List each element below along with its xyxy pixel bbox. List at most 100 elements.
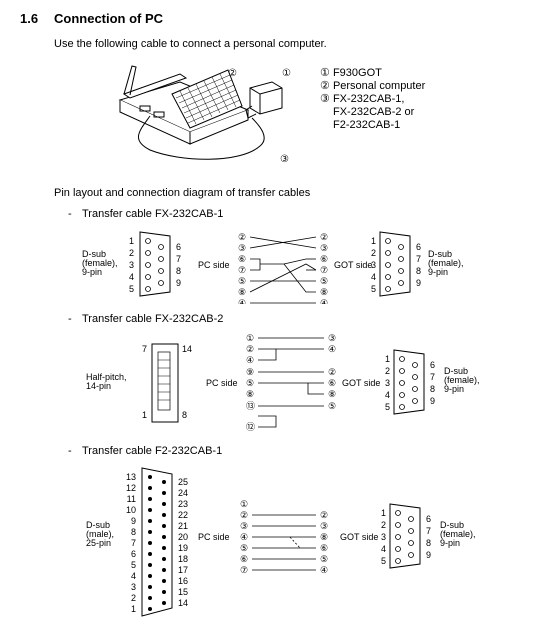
callout-1: ①: [282, 68, 291, 79]
svg-text:③: ③: [238, 243, 246, 253]
svg-text:9-pin: 9-pin: [428, 267, 448, 277]
svg-text:PC side: PC side: [198, 260, 230, 270]
svg-text:7: 7: [131, 538, 136, 548]
svg-text:18: 18: [178, 554, 188, 564]
svg-text:④: ④: [320, 298, 328, 304]
svg-text:⑧: ⑧: [328, 389, 336, 399]
svg-text:25: 25: [178, 477, 188, 487]
svg-text:9-pin: 9-pin: [444, 384, 464, 394]
svg-text:24: 24: [178, 488, 188, 498]
cable1-title: -Transfer cable FX-232CAB-1: [68, 208, 224, 220]
svg-text:①: ①: [240, 499, 248, 509]
section-title: Connection of PC: [54, 11, 164, 26]
svg-text:3: 3: [381, 532, 386, 542]
svg-text:23: 23: [178, 499, 188, 509]
svg-text:②: ②: [328, 367, 336, 377]
callout-3: ③: [280, 154, 289, 165]
svg-text:14: 14: [178, 598, 188, 608]
legend-item-2: ② Personal computer: [320, 80, 426, 92]
svg-text:1: 1: [385, 354, 390, 364]
svg-text:8: 8: [176, 266, 181, 276]
svg-text:8: 8: [182, 410, 187, 420]
cable1-diagram: D-sub (female), 9-pin 1 2 3 4 5 6 7 8 9 …: [82, 231, 464, 304]
svg-text:⑨: ⑨: [246, 367, 254, 377]
svg-text:③: ③: [240, 521, 248, 531]
svg-text:2: 2: [371, 248, 376, 258]
svg-text:⑤: ⑤: [320, 554, 328, 564]
svg-text:②: ②: [240, 510, 248, 520]
svg-text:9-pin: 9-pin: [440, 538, 460, 548]
svg-text:⑤: ⑤: [246, 378, 254, 388]
svg-text:14-pin: 14-pin: [86, 381, 111, 391]
svg-text:1: 1: [129, 236, 134, 246]
svg-text:3: 3: [131, 582, 136, 592]
svg-text:④: ④: [240, 532, 248, 542]
svg-text:7: 7: [430, 372, 435, 382]
svg-text:4: 4: [381, 544, 386, 554]
svg-text:13: 13: [126, 472, 136, 482]
svg-text:③: ③: [320, 243, 328, 253]
svg-text:10: 10: [126, 505, 136, 515]
svg-text:1: 1: [142, 410, 147, 420]
svg-text:5: 5: [131, 560, 136, 570]
svg-text:2: 2: [131, 593, 136, 603]
svg-text:⑧: ⑧: [238, 287, 246, 297]
svg-text:D-sub: D-sub: [440, 520, 464, 530]
svg-text:(female),: (female),: [444, 375, 480, 385]
svg-text:GOT side: GOT side: [334, 260, 372, 270]
cable2-title: -Transfer cable FX-232CAB-2: [68, 313, 224, 325]
svg-text:⑬: ⑬: [246, 401, 255, 411]
svg-text:5: 5: [385, 402, 390, 412]
svg-text:⑧: ⑧: [320, 287, 328, 297]
svg-text:Half-pitch,: Half-pitch,: [86, 372, 127, 382]
svg-text:⑤: ⑤: [328, 401, 336, 411]
legend-item-1: ① F930GOT: [320, 67, 382, 79]
svg-text:8: 8: [426, 538, 431, 548]
svg-text:(female),: (female),: [428, 258, 464, 268]
svg-text:3: 3: [371, 260, 376, 270]
svg-text:⑥: ⑥: [320, 543, 328, 553]
svg-text:25-pin: 25-pin: [86, 538, 111, 548]
svg-text:①: ①: [246, 333, 254, 343]
svg-text:②: ②: [320, 510, 328, 520]
svg-text:PC side: PC side: [206, 378, 238, 388]
svg-text:21: 21: [178, 521, 188, 531]
svg-text:8: 8: [416, 266, 421, 276]
svg-text:16: 16: [178, 576, 188, 586]
cable2-diagram: Half-pitch, 14-pin 7 14 1 8 PC side ① ② …: [86, 333, 480, 432]
legend-item-3: ③ FX-232CAB-1,: [320, 93, 405, 105]
svg-text:4: 4: [385, 390, 390, 400]
svg-text:4: 4: [129, 272, 134, 282]
svg-text:⑥: ⑥: [240, 554, 248, 564]
svg-text:D-sub: D-sub: [86, 520, 110, 530]
svg-text:9: 9: [430, 396, 435, 406]
svg-text:④: ④: [320, 565, 328, 575]
svg-text:8: 8: [430, 384, 435, 394]
svg-text:20: 20: [178, 532, 188, 542]
svg-text:11: 11: [127, 494, 136, 504]
svg-text:5: 5: [381, 556, 386, 566]
svg-text:12: 12: [126, 483, 136, 493]
svg-text:19: 19: [178, 543, 188, 553]
svg-text:6: 6: [131, 549, 136, 559]
legend-item-3-line3: F2-232CAB-1: [333, 119, 401, 131]
svg-text:⑥: ⑥: [328, 378, 336, 388]
svg-text:PC side: PC side: [198, 532, 230, 542]
svg-text:15: 15: [178, 587, 188, 597]
svg-text:1: 1: [381, 508, 386, 518]
svg-text:2: 2: [381, 520, 386, 530]
svg-text:5: 5: [129, 284, 134, 294]
svg-text:9-pin: 9-pin: [82, 267, 102, 277]
svg-text:6: 6: [416, 242, 421, 252]
callout-2: ②: [228, 68, 237, 79]
svg-text:⑫: ⑫: [246, 422, 255, 432]
svg-text:(female),: (female),: [440, 529, 476, 539]
svg-text:4: 4: [371, 272, 376, 282]
svg-text:D-sub: D-sub: [444, 366, 468, 376]
svg-text:4: 4: [131, 571, 136, 581]
svg-text:6: 6: [426, 514, 431, 524]
svg-text:7: 7: [416, 254, 421, 264]
svg-text:7: 7: [142, 344, 147, 354]
svg-text:GOT side: GOT side: [340, 532, 378, 542]
svg-text:1: 1: [371, 236, 376, 246]
